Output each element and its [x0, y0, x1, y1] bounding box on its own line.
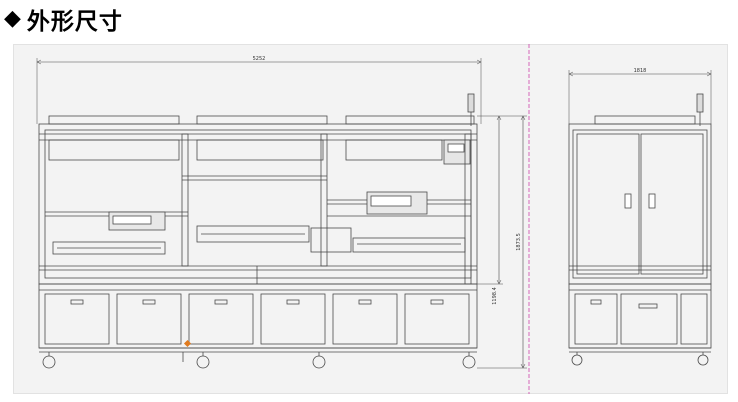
section-title: 外形尺寸 [26, 9, 123, 35]
section-heading: ◆ 外形尺寸 [4, 2, 123, 36]
technical-drawing: 5252 1818 1198.4 1873.5 [36, 44, 712, 394]
front-width-label: 5252 [253, 56, 266, 62]
side-view [568, 70, 712, 366]
front-view [36, 58, 527, 369]
diamond-icon: ◆ [4, 6, 21, 31]
front-height-lower-label: 1198.4 [492, 287, 498, 305]
orange-diamond-marker [183, 339, 192, 348]
side-width-label: 1818 [634, 68, 647, 74]
front-height-total-label: 1873.5 [516, 233, 522, 251]
